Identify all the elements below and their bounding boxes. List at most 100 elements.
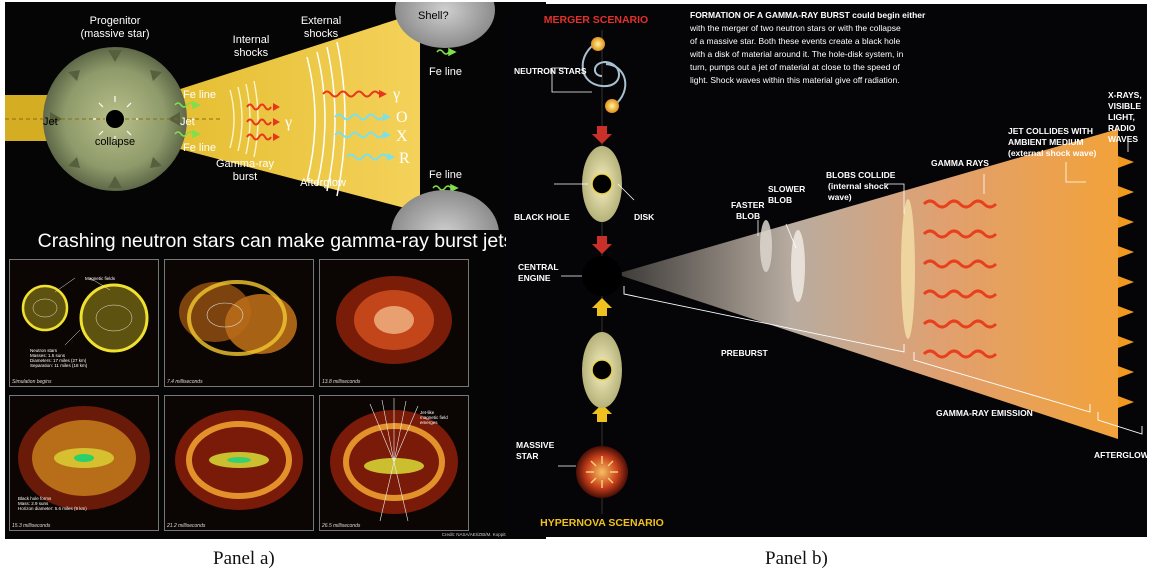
progenitor-sub-label: (massive star)	[80, 28, 149, 40]
jet-mid-label: Jet	[180, 116, 195, 128]
jet-collides-label-3: (external shock wave)	[1008, 148, 1097, 158]
black-hole-note: Black hole forms Mass: 2.9 suns Horizon …	[18, 496, 87, 511]
merger-arrow-1	[592, 126, 612, 144]
neutron-star-top	[591, 37, 605, 51]
frame-caption-3: 13.8 milliseconds	[322, 379, 361, 385]
jet-cone-right	[115, 12, 420, 212]
image-credit: Credit: NASA/AEI/ZIB/M. Koppitz and L. R…	[441, 532, 540, 537]
gamma-internal-symbol: γ	[284, 114, 292, 131]
afterglow-label: Afterglow	[300, 177, 346, 189]
progenitor-label: Progenitor	[90, 15, 141, 27]
sim-frame-3: 13.8 milliseconds	[319, 259, 469, 387]
xray-symbol: X	[396, 128, 408, 145]
description-line-4: with a disk of material around it. The h…	[689, 49, 904, 59]
leader-lines	[551, 67, 1129, 467]
merging-stars-illustration	[179, 280, 297, 356]
shell-label: Shell?	[418, 10, 449, 22]
gamma-ray-arrows	[922, 199, 998, 359]
description-line-5: turn, pumps out a jet of material at clo…	[690, 62, 900, 72]
faster-blob-label-2: BLOB	[736, 211, 760, 221]
jet-collides-label-2: AMBIENT MEDIUM	[1008, 137, 1084, 147]
slower-blob	[791, 230, 805, 302]
black-hole-bottom	[591, 359, 613, 381]
grb-formation-diagram: MERGER SCENARIO HYPERNOVA SCENARIO FORMA…	[514, 10, 1147, 529]
xrays-label-5: WAVES	[1108, 134, 1138, 144]
sim-frame-2: 7.4 milliseconds	[164, 259, 314, 387]
massive-star-label-2: STAR	[516, 451, 539, 461]
gamma-ray-burst-label-2: burst	[233, 171, 257, 183]
xrays-label-1: X-RAYS,	[1108, 90, 1142, 100]
fe-line-top-label: Fe line	[429, 66, 462, 78]
internal-shocks-label-1: Internal	[233, 34, 270, 46]
magnetic-fields-note: Magnetic fields	[85, 276, 116, 281]
frame-caption-6: 26.5 milliseconds	[322, 523, 361, 529]
description-line-1: FORMATION OF A GAMMA-RAY BURST could beg…	[690, 10, 926, 20]
ns-note-line-4: Separation: 11 miles (18 km)	[30, 363, 88, 368]
frame-caption-1: Simulation begins	[12, 379, 52, 385]
xrays-label-2: VISIBLE	[1108, 101, 1141, 111]
collapse-label: collapse	[95, 136, 135, 148]
hypernova-arrow-1	[592, 298, 612, 316]
frame-caption-4: 15.3 milliseconds	[12, 523, 51, 529]
massive-star-label-1: MASSIVE	[516, 440, 555, 450]
jet-left-label: Jet	[43, 116, 58, 128]
jet-emerges-illustration	[330, 398, 458, 522]
sim-frame-4: Black hole forms Mass: 2.9 suns Horizon …	[9, 395, 159, 531]
gamma-rays-label: GAMMA RAYS	[931, 158, 989, 168]
afterglow-label: AFTERGLOW	[1094, 450, 1147, 460]
massive-star	[576, 446, 628, 498]
caption-panel-b: Panel b)	[765, 548, 828, 569]
neutron-stars-note: Neutron stars Masses: 1.5 suns Diameters…	[30, 348, 87, 368]
central-engine-label-2: ENGINE	[518, 273, 551, 283]
faster-blob-label-1: FASTER	[731, 200, 765, 210]
internal-shocks-label-2: shocks	[234, 47, 269, 59]
slower-blob-label-1: SLOWER	[768, 184, 805, 194]
bh-note-line-3: Horizon diameter: 5.6 miles (9 km)	[18, 506, 87, 511]
radio-symbol: R	[399, 150, 410, 167]
collapse-arrows	[50, 50, 180, 188]
blobs-collide-label-1: BLOBS COLLIDE	[826, 170, 896, 180]
frame-caption-2: 7.4 milliseconds	[167, 379, 203, 385]
xrays-label-3: LIGHT,	[1108, 112, 1135, 122]
central-engine	[582, 256, 622, 296]
afterglow-arrows	[322, 90, 395, 161]
caption-panel-a: Panel a)	[213, 548, 275, 569]
hypernova-title: HYPERNOVA SCENARIO	[540, 517, 664, 529]
fe-line-left-top-label: Fe line	[183, 89, 216, 101]
gamma-ray-burst-label-1: Gamma-ray	[216, 158, 275, 170]
black-hole-forms-illustration	[18, 406, 150, 510]
sim-frame-1: Magnetic fields Neutron stars Masses: 1.…	[9, 259, 159, 387]
ns-note-line-3: Diameters: 17 miles (27 km)	[30, 358, 87, 363]
jet-note-line-2: magnetic field	[420, 415, 448, 420]
simulation-banner: Crashing neutron stars can make gamma-ra…	[37, 230, 514, 252]
sim-frame-5: 21.2 milliseconds	[164, 395, 314, 531]
fe-line-arrows	[174, 47, 459, 193]
neutron-star-spiral	[581, 41, 627, 109]
jet-note-line-3: emerges	[420, 420, 438, 425]
merged-cloud-illustration	[336, 276, 452, 364]
preburst-label: PREBURST	[721, 348, 769, 358]
neutron-stars-label: NEUTRON STARS	[514, 66, 587, 76]
panel-b: MERGER SCENARIO HYPERNOVA SCENARIO FORMA…	[506, 4, 1147, 537]
description-line-6: light. Shock waves within this material …	[690, 75, 900, 85]
fe-line-left-bottom-label: Fe line	[183, 142, 216, 154]
sim-frame-6: Jet-like magnetic field emerges 26.5 mil…	[319, 395, 469, 531]
internal-gamma-arrows	[246, 103, 280, 141]
ns-note-line-1: Neutron stars	[30, 348, 58, 353]
fe-line-bottom-label: Fe line	[429, 169, 462, 181]
panel-a: Progenitor (massive star) Shell? Interna…	[5, 2, 546, 539]
description-line-3: of a massive star. Both these events cre…	[690, 36, 901, 46]
gamma-ray-emission-label: GAMMA-RAY EMISSION	[936, 408, 1033, 418]
jet-field-note: Jet-like magnetic field emerges	[420, 410, 448, 425]
central-engine-label-1: CENTRAL	[518, 262, 559, 272]
slower-blob-label-2: BLOB	[768, 195, 792, 205]
disk-label: DISK	[634, 212, 655, 222]
xrays-label-4: RADIO	[1108, 123, 1136, 133]
timeline-brackets	[623, 286, 1143, 435]
afterglow-arrows	[1118, 156, 1134, 408]
bh-note-line-1: Black hole forms	[18, 496, 52, 501]
merger-title: MERGER SCENARIO	[544, 14, 648, 26]
black-hole	[106, 110, 124, 128]
neutron-star-bottom	[605, 99, 619, 113]
jet-note-line-1: Jet-like	[420, 410, 435, 415]
